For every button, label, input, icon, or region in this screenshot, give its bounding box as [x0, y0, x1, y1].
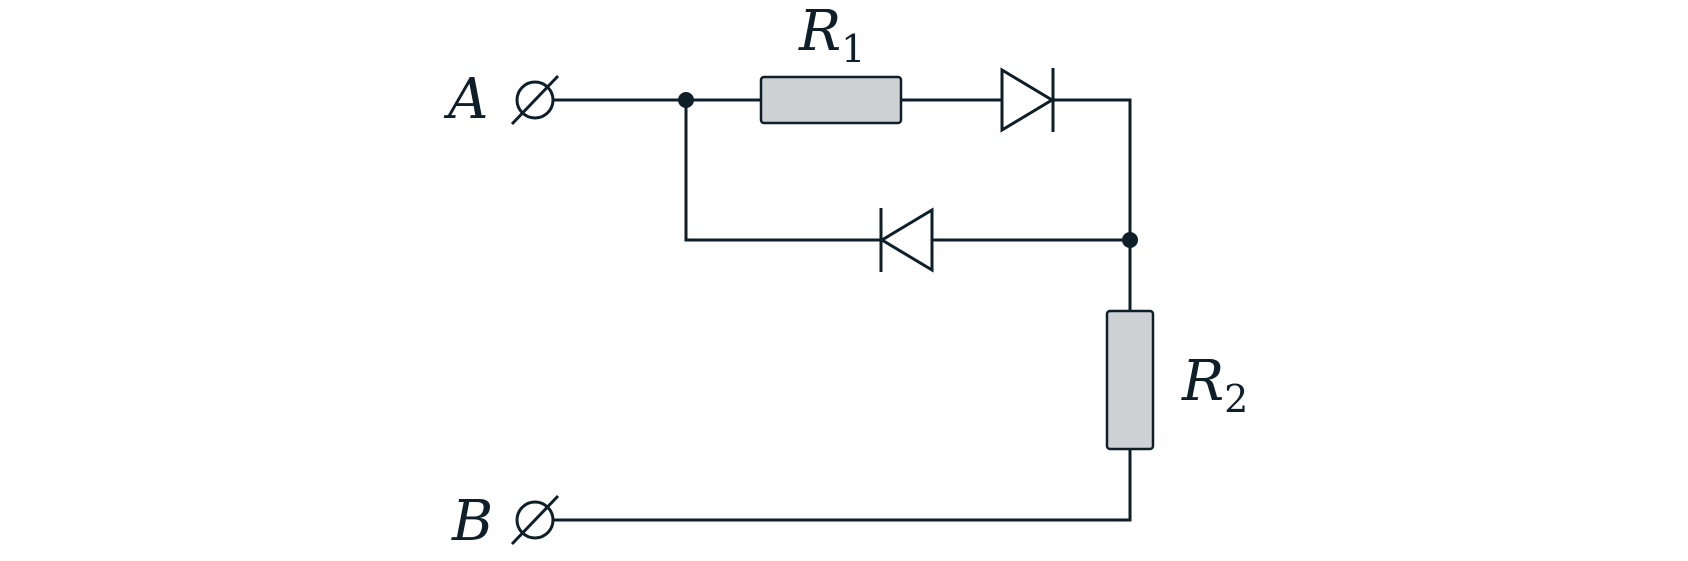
- diode-top: [1000, 67, 1055, 133]
- resistor-r1-symbol: R: [798, 0, 841, 64]
- resistor-r2-label: R2: [1181, 349, 1248, 421]
- diode-top-triangle: [1000, 67, 1055, 133]
- terminal-a-slash: [510, 74, 560, 126]
- terminal-b-label: B: [451, 489, 493, 554]
- terminal-b: [510, 494, 560, 546]
- resistor-r2-symbol: R: [1181, 349, 1224, 414]
- diode-bottom: [879, 207, 934, 273]
- junction-node-right: [1122, 232, 1138, 248]
- terminal-b-slash: [510, 494, 560, 546]
- resistor-r1-subscript: 1: [841, 27, 865, 71]
- terminal-a: [510, 74, 560, 126]
- resistor-r2-subscript: 2: [1224, 377, 1248, 421]
- diode-bottom-triangle: [879, 207, 934, 273]
- resistor-r1: [759, 75, 903, 125]
- resistor-r2: [1105, 309, 1155, 451]
- terminal-a-label: A: [443, 67, 488, 132]
- junction-node-left: [678, 92, 694, 108]
- resistor-r1-label: R1: [798, 0, 865, 71]
- wires: [553, 98, 1132, 522]
